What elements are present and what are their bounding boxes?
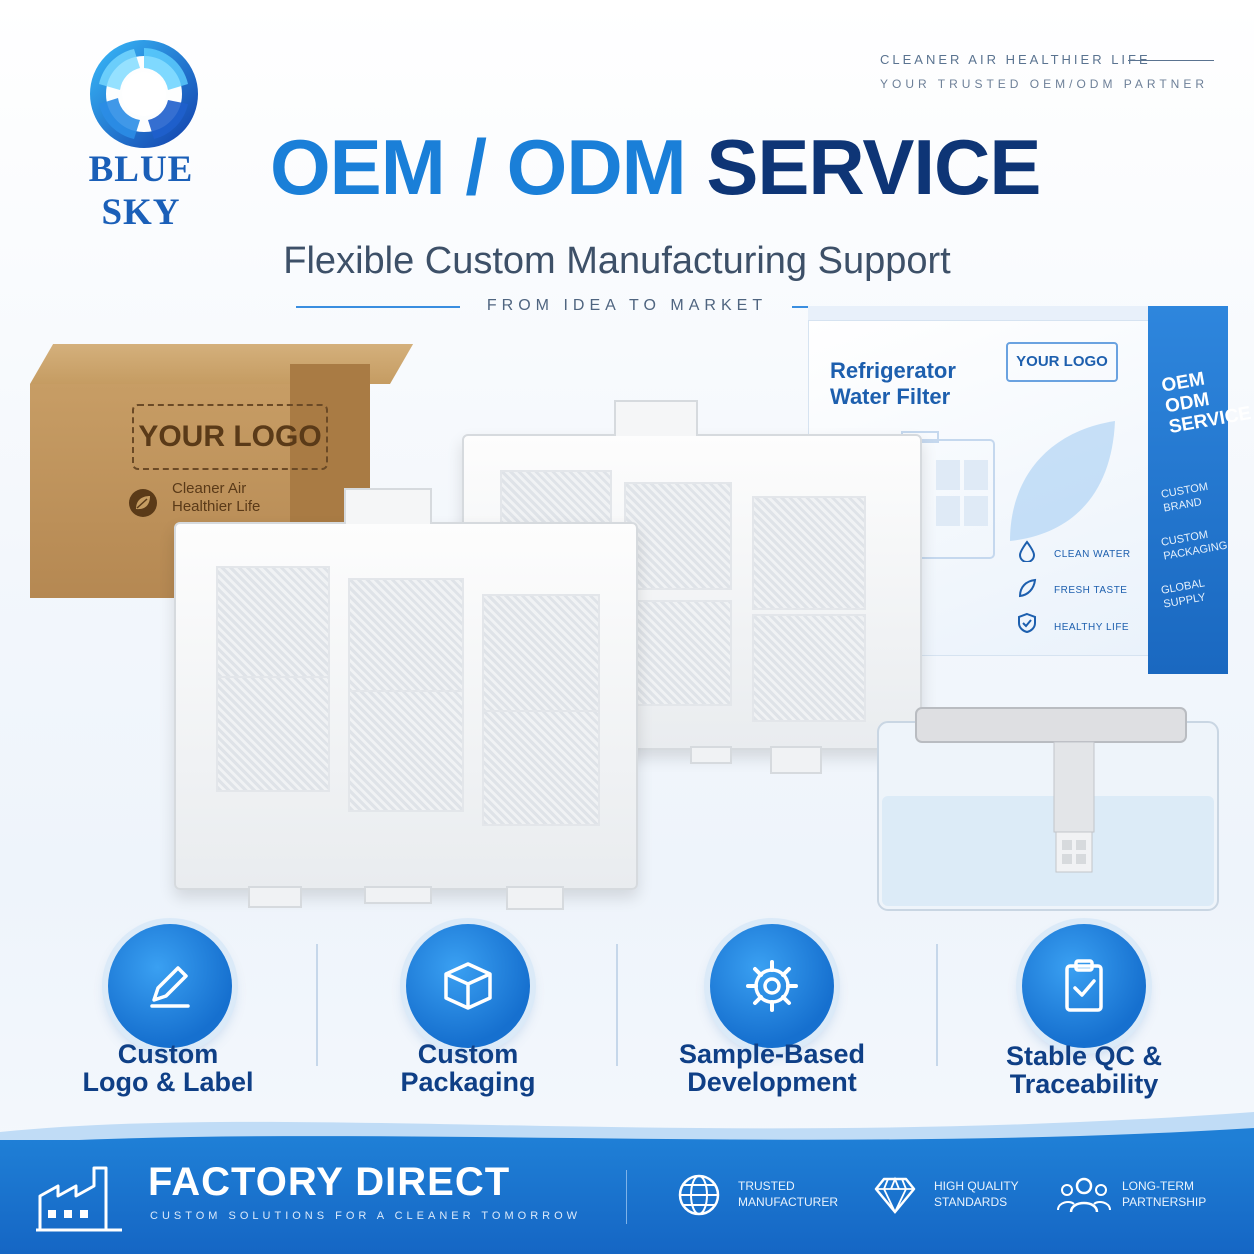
feature-separator <box>936 944 938 1066</box>
kraft-box-logo-placeholder: YOUR LOGO <box>132 404 328 470</box>
footer-badge-trusted: TRUSTED MANUFACTURER <box>738 1179 839 1209</box>
leaf-icon <box>129 489 157 517</box>
retail-box-top <box>808 306 1228 320</box>
feature-label-development: Sample-Based Development <box>678 1039 866 1097</box>
footer-separator <box>626 1170 627 1224</box>
feature-separator <box>316 944 318 1066</box>
feature-label-qc: Stable QC & Traceability <box>1005 1041 1163 1099</box>
footer-subtitle: CUSTOM SOLUTIONS FOR A CLEANER TOMORROW <box>150 1210 582 1222</box>
water-drop-icon <box>1018 540 1036 562</box>
subtitle: Flexible Custom Manufacturing Support <box>283 240 951 282</box>
people-icon <box>1057 1177 1111 1213</box>
retail-feature-clean-water: CLEAN WATER <box>1054 549 1131 560</box>
water-dispenser-image <box>877 707 1219 911</box>
blue-sky-logo-icon <box>90 40 198 148</box>
diamond-icon <box>874 1176 916 1215</box>
leaf-graphic-icon <box>1010 421 1115 541</box>
water-filter-front <box>174 488 638 910</box>
retail-box-logo-placeholder: YOUR LOGO <box>1006 342 1118 382</box>
feature-icon-circle <box>406 924 530 1048</box>
footer-title: FACTORY DIRECT <box>148 1160 511 1204</box>
footer-badge-partnership: LONG-TERM PARTNERSHIP <box>1122 1179 1207 1209</box>
feature-icon-circle <box>108 924 232 1048</box>
headline-oem-odm: OEM / ODM <box>270 123 707 211</box>
tagline-primary: CLEANER AIR HEALTHIER LIFE <box>880 52 1151 67</box>
factory-icon <box>36 1166 122 1232</box>
footer-badge-quality: HIGH QUALITY STANDARDS <box>934 1179 1019 1209</box>
clipboard-check-icon <box>1065 959 1103 1012</box>
pencil-icon <box>150 966 190 1008</box>
retail-feature-healthy-life: HEALTHY LIFE <box>1054 622 1130 633</box>
divider-text: FROM IDEA TO MARKET <box>486 297 768 314</box>
divider-left <box>296 306 460 308</box>
retail-box-side-title: OEM ODM SERVICE <box>1160 368 1253 439</box>
gear-icon <box>746 960 798 1012</box>
feature-label-packaging: Custom Packaging <box>400 1039 536 1097</box>
headline: OEM / ODM SERVICE <box>270 128 1041 206</box>
box-icon <box>444 962 492 1010</box>
brand-name: BLUE SKY <box>88 149 194 233</box>
headline-service: SERVICE <box>706 123 1041 211</box>
shield-check-icon <box>1018 612 1036 634</box>
retail-box-side <box>1148 306 1228 674</box>
feature-icon-circle <box>710 924 834 1048</box>
tagline-rule <box>1128 60 1214 61</box>
feature-label-logo: Custom Logo & Label <box>82 1039 254 1097</box>
footer-band <box>0 1140 1254 1254</box>
leaf-outline-icon <box>1018 578 1037 598</box>
feature-icon-circle <box>1022 924 1146 1048</box>
tagline-secondary: YOUR TRUSTED OEM/ODM PARTNER <box>880 77 1209 91</box>
feature-separator <box>616 944 618 1066</box>
kraft-box-slogan: Cleaner Air Healthier Life <box>172 480 261 515</box>
retail-feature-fresh-taste: FRESH TASTE <box>1054 585 1128 596</box>
globe-icon <box>678 1174 720 1216</box>
retail-box-title: Refrigerator Water Filter <box>830 358 956 409</box>
